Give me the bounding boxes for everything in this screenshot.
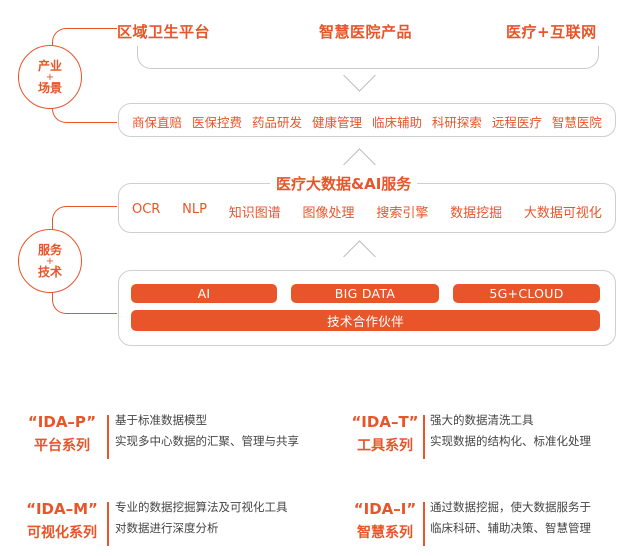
series-desc-line: 对数据进行深度分析 [115,521,219,535]
products-bracket [137,46,599,69]
product-smart-hospital: 智慧医院产品 [319,23,413,41]
series-description: 通过数据挖掘，使大数据服务于 临床科研、辅助决策、智慧管理 [430,497,591,539]
chevron-up-icon [343,240,376,273]
series-code: “IDA–P” [27,413,97,431]
service-item: 大数据可视化 [523,206,602,221]
scenario-item: 科研探索 [431,115,482,130]
tech-bar-ai: AI [131,284,277,303]
product-medical-internet: 医疗+互联网 [506,23,597,41]
series-name: 可视化系列 [27,525,97,541]
series-description: 基于标准数据模型 实现多中心数据的汇聚、管理与共享 [115,410,299,452]
circle-label-top: 服务 [37,242,62,257]
service-item: NLP [182,202,207,217]
circle-plus: + [45,255,55,267]
scenario-item: 健康管理 [311,115,362,130]
service-item: OCR [132,202,161,217]
circle-plus: + [45,71,55,83]
series-divider [423,415,425,459]
series-intelligence: “IDA–I” 智慧系列 通过数据挖掘，使大数据服务于 临床科研、辅助决策、智慧… [348,500,628,550]
product-regional-health-platform: 区域卫生平台 [117,23,211,41]
series-desc-line: 实现数据的结构化、标准化处理 [430,434,591,448]
series-tools: “IDA–T” 工具系列 强大的数据清洗工具 实现数据的结构化、标准化处理 [348,413,628,463]
series-description: 专业的数据挖掘算法及可视化工具 对数据进行深度分析 [115,497,288,539]
series-name: 平台系列 [34,438,90,454]
scenario-item: 临床辅助 [371,115,422,130]
series-name: 智慧系列 [357,525,413,541]
series-desc-line: 实现多中心数据的汇聚、管理与共享 [115,434,299,448]
series-desc-line: 专业的数据挖掘算法及可视化工具 [115,500,288,514]
scenario-item: 远程医疗 [491,115,542,130]
circle-label-bottom: 场景 [37,80,62,95]
circle-label-top: 产业 [37,58,62,73]
series-desc-line: 基于标准数据模型 [115,413,207,427]
series-desc-line: 临床科研、辅助决策、智慧管理 [430,521,591,535]
series-name: 工具系列 [357,438,413,454]
technology-box [118,270,616,346]
service-item: 知识图谱 [228,206,281,221]
service-item: 数据挖掘 [450,206,503,221]
series-divider [107,502,109,546]
scenario-item: 智慧医院 [551,115,602,130]
scenario-item: 医保控费 [191,115,242,130]
series-divider [107,415,109,459]
service-technology-circle: 服务 + 技术 [18,229,82,293]
tech-bar-5g-cloud: 5G+CLOUD [453,284,600,303]
series-code: “IDA–M” [26,500,98,518]
circle-label-bottom: 技术 [37,264,62,279]
scenario-box: 商保直赔 医保控费 药品研发 健康管理 临床辅助 科研探索 远程医疗 智慧医院 [118,103,616,137]
tech-bar-big-data: BIG DATA [291,284,439,303]
scenario-list: 商保直赔 医保控费 药品研发 健康管理 临床辅助 科研探索 远程医疗 智慧医院 [132,112,602,131]
series-code: “IDA–T” [351,413,419,431]
service-item: 图像处理 [302,206,355,221]
series-desc-line: 强大的数据清洗工具 [430,413,534,427]
series-description: 强大的数据清洗工具 实现数据的结构化、标准化处理 [430,410,591,452]
scenario-item: 药品研发 [251,115,302,130]
scenario-item: 商保直赔 [132,115,183,130]
series-divider [423,502,425,546]
series-code: “IDA–I” [353,500,417,518]
service-title: 医疗大数据&AI服务 [270,173,418,194]
service-list: OCR NLP 知识图谱 图像处理 搜索引擎 数据挖掘 大数据可视化 [132,202,602,221]
service-item: 搜索引擎 [376,206,429,221]
tech-partner-bar: 技术合作伙伴 [131,310,600,331]
series-platform: “IDA–P” 平台系列 基于标准数据模型 实现多中心数据的汇聚、管理与共享 [18,413,318,463]
series-desc-line: 通过数据挖掘，使大数据服务于 [430,500,591,514]
industry-scenario-circle: 产业 + 场景 [18,45,82,109]
series-visualization: “IDA–M” 可视化系列 专业的数据挖掘算法及可视化工具 对数据进行深度分析 [18,500,318,550]
